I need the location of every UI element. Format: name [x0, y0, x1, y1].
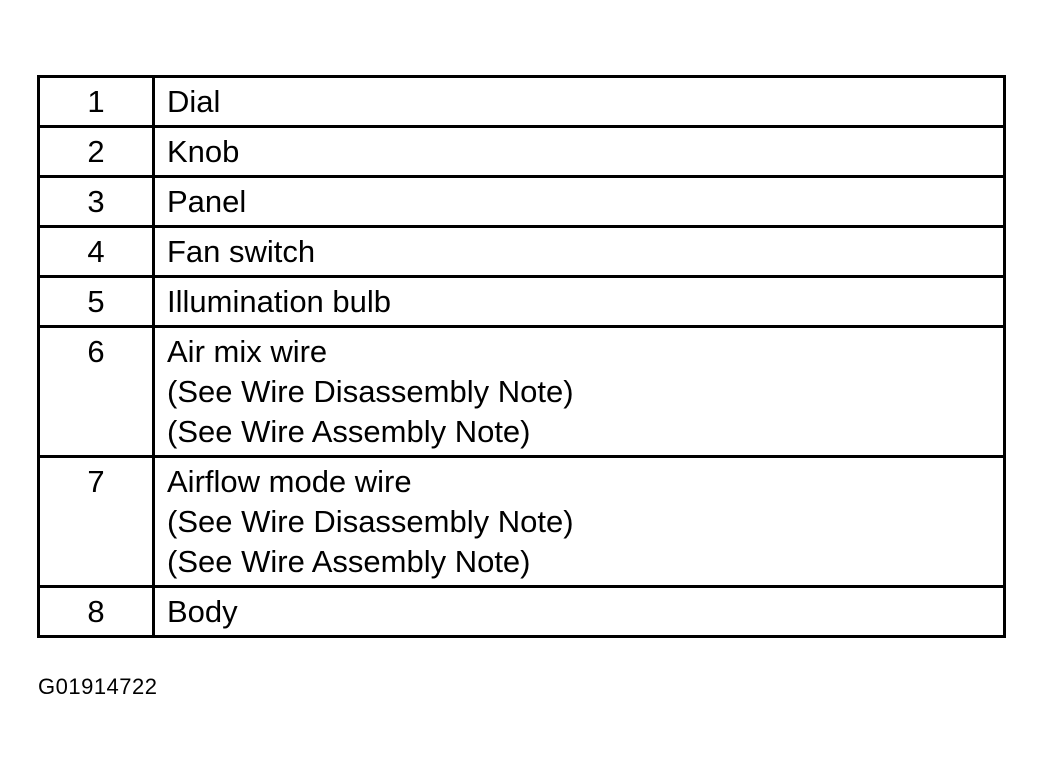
item-description-line: Fan switch — [167, 234, 316, 269]
legend-row-7: 7 Airflow mode wire (See Wire Disassembl… — [37, 455, 1006, 588]
item-description-4: Fan switch — [152, 225, 1006, 278]
item-note-line: (See Wire Disassembly Note) — [167, 504, 574, 539]
legend-row-6: 6 Air mix wire (See Wire Disassembly Not… — [37, 325, 1006, 458]
item-description-line: Body — [167, 594, 238, 629]
item-description-line: Air mix wire — [167, 334, 328, 369]
legend-row-1: 1 Dial — [37, 75, 1006, 128]
item-description-8: Body — [152, 585, 1006, 638]
item-number-5: 5 — [37, 275, 155, 328]
legend-row-3: 3 Panel — [37, 175, 1006, 228]
item-number-3: 3 — [37, 175, 155, 228]
item-description-2: Knob — [152, 125, 1006, 178]
legend-row-5: 5 Illumination bulb — [37, 275, 1006, 328]
item-description-line: Illumination bulb — [167, 284, 392, 319]
item-note-line: (See Wire Assembly Note) — [167, 414, 531, 449]
legend-row-8: 8 Body — [37, 585, 1006, 638]
item-description-5: Illumination bulb — [152, 275, 1006, 328]
item-description-line: Dial — [167, 84, 221, 119]
item-description-line: Panel — [167, 184, 247, 219]
item-number-7: 7 — [37, 455, 155, 588]
item-description-line: Knob — [167, 134, 240, 169]
item-number-6: 6 — [37, 325, 155, 458]
item-description-7: Airflow mode wire (See Wire Disassembly … — [152, 455, 1006, 588]
legend-row-2: 2 Knob — [37, 125, 1006, 178]
item-note-line: (See Wire Disassembly Note) — [167, 374, 574, 409]
legend-table: 1 Dial 2 Knob 3 Panel 4 Fan switch 5 Ill… — [37, 75, 1006, 638]
item-description-3: Panel — [152, 175, 1006, 228]
item-number-2: 2 — [37, 125, 155, 178]
item-note-line: (See Wire Assembly Note) — [167, 544, 531, 579]
item-number-4: 4 — [37, 225, 155, 278]
item-number-1: 1 — [37, 75, 155, 128]
figure-id: G01914722 — [38, 674, 158, 699]
item-number-8: 8 — [37, 585, 155, 638]
item-description-1: Dial — [152, 75, 1006, 128]
item-description-6: Air mix wire (See Wire Disassembly Note)… — [152, 325, 1006, 458]
legend-row-4: 4 Fan switch — [37, 225, 1006, 278]
item-description-line: Airflow mode wire — [167, 464, 412, 499]
